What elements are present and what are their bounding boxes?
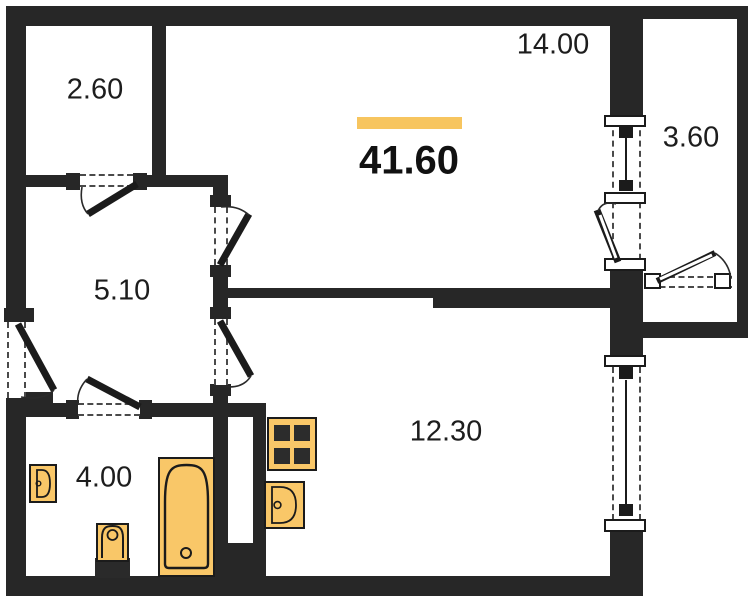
room-label-storage: 2.60 (66, 73, 124, 106)
wall-storage-bottom-left (26, 175, 74, 187)
stove-burner (294, 425, 310, 441)
wall-storage-bottom-right (139, 175, 213, 187)
stove-icon (267, 417, 317, 471)
door-jamb (26, 392, 53, 404)
stove-burner (274, 425, 290, 441)
window-frame-plate (604, 519, 646, 532)
wall-shaft-bottom (228, 543, 253, 596)
bathtub-icon (158, 457, 215, 577)
wall-right-lower (610, 520, 643, 596)
wall-living-kitchen-thick (433, 288, 610, 308)
wall-right-mid (610, 270, 643, 367)
stove-burner (294, 448, 310, 464)
wall-living-kitchen-thin (228, 288, 433, 298)
door-jamb (210, 265, 231, 277)
total-area-bar (357, 117, 462, 129)
kitchen-sink-icon (264, 481, 305, 529)
window-hinge (714, 273, 731, 289)
wall-left-upper (6, 6, 26, 322)
wall-left-lower (6, 398, 26, 596)
toilet-tank (95, 558, 130, 578)
window-frame-plate (604, 115, 646, 127)
window-hinge (644, 273, 661, 289)
room-label-bathroom: 4.00 (75, 461, 133, 494)
door-jamb (210, 195, 231, 207)
wall-balcony-right-lower (737, 277, 748, 338)
wall-storage-right (152, 6, 166, 186)
door-jamb (133, 173, 147, 190)
stove-burner (274, 448, 290, 464)
window-sash-block (619, 367, 633, 379)
storage-door-arc (80, 186, 89, 215)
room-label-kitchen: 12.30 (409, 415, 483, 448)
living-door-opening (214, 207, 228, 265)
door-jamb (66, 400, 79, 419)
window-sash-block (619, 127, 633, 138)
door-jamb (139, 400, 152, 419)
wall-balcony-top (610, 6, 748, 19)
wall-shaft-right (253, 403, 266, 596)
bathroom-door-arc (76, 378, 88, 406)
window-sash-block (619, 180, 633, 191)
window-frame-plate (604, 258, 646, 271)
wall-balcony-left-upper (610, 19, 643, 120)
room-label-balcony: 3.60 (662, 121, 720, 154)
total-area-label: 41.60 (358, 138, 460, 183)
wall-bottom-outer (6, 576, 643, 596)
door-jamb (66, 173, 80, 190)
wall-balcony-right (737, 6, 748, 277)
wall-balcony-bottom (643, 322, 748, 338)
toilet-icon (96, 523, 129, 562)
washbasin-icon (29, 464, 57, 503)
room-label-living: 14.00 (516, 28, 590, 61)
storage-door-opening (80, 174, 133, 187)
door-jamb (4, 308, 34, 322)
window-sash-block (619, 504, 633, 516)
wall-bathroom-top-right (141, 403, 266, 417)
entrance-door-opening (7, 322, 26, 398)
wall-hall-kitchen-lower (213, 385, 228, 596)
kitchen-door-opening (214, 319, 228, 385)
bathroom-door-opening (78, 403, 140, 416)
kitchen-window-opening (612, 367, 641, 520)
storage-door-leaf (86, 181, 139, 217)
wall-top-outer (6, 6, 630, 26)
room-label-hallway: 5.10 (93, 274, 151, 307)
wall-bathroom-top-left (26, 403, 76, 417)
window-frame-plate (604, 355, 646, 367)
window-frame-plate (604, 192, 646, 204)
door-jamb (210, 307, 231, 319)
door-jamb (210, 384, 231, 396)
